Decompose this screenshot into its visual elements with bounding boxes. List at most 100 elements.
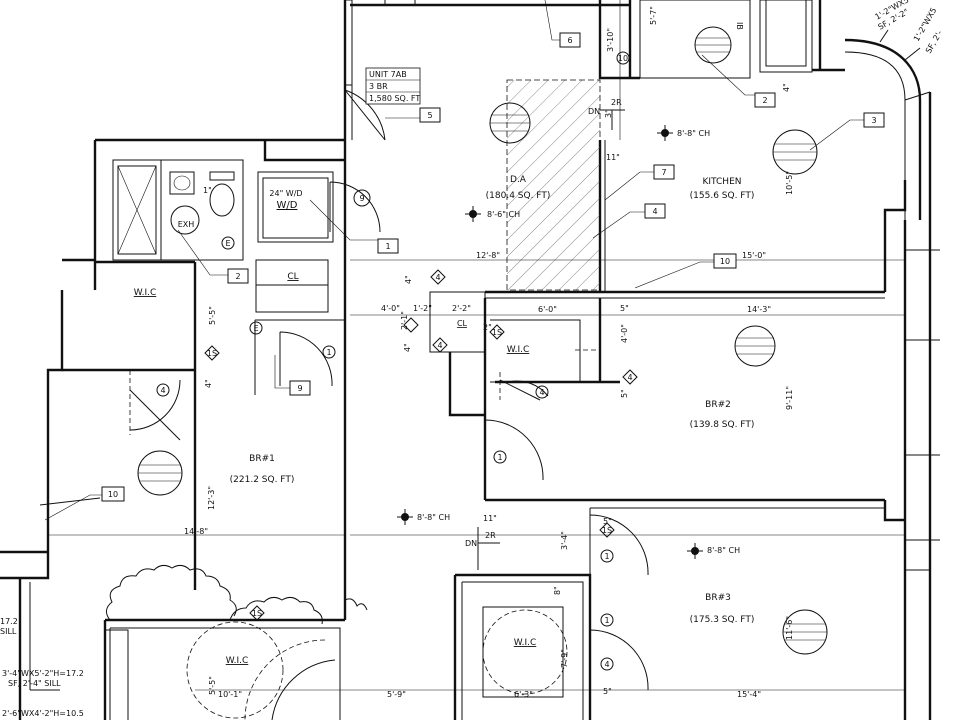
fire-tag: 1S [599,522,615,538]
dim-14-3: 14'-3" [747,305,771,314]
fire-tag: 1S [204,345,220,361]
callout-label: 6 [567,36,572,45]
unit-title: UNIT 7AB [369,70,407,79]
kitchen-name: KITCHEN [703,177,742,187]
door-tag: 4 [600,657,614,671]
fire-tag: 1S [249,605,265,621]
dim-5-d: 5" [603,687,612,696]
door-tag: 1 [600,613,614,627]
callout-box: 4 [644,203,666,219]
light-fixture-da [489,102,531,144]
fire-tag-label: 1S [602,526,612,535]
dim-8-a: 8" [553,586,562,595]
fire-rating-tags: 1S 1S 1S 1S 4 4 4 [204,269,638,621]
door-tag-label: 1 [604,616,609,625]
dim-12-3: 12'-3" [207,486,216,510]
door-tag-label: 1 [497,453,502,462]
callout-label: 5 [427,111,432,120]
fire-tag-label: 1S [207,349,217,358]
diamond-tag: 4 [432,337,448,353]
dim-2-b: 2" [483,323,492,332]
kitchen-area: (155.6 SQ. FT) [690,191,755,201]
diamond-tag: 4 [430,269,446,285]
dim-2-1: 2'-1" [400,311,409,330]
callout-label: 10 [108,490,118,499]
dining-hatch [506,79,601,291]
walls [0,0,940,720]
callout-label: 3 [871,116,876,125]
callout-box: 9 [289,380,311,396]
wic-br1: W.I.C [134,288,157,298]
unit-area: 1,580 SQ. FT [369,94,420,103]
callout-label: 9 [359,194,364,203]
dim-3-4: 3'-4" [560,531,569,550]
door-tag-label: 4 [160,386,165,395]
br3-area: (175.3 SQ. FT) [690,615,755,625]
door-tag-label: 4 [539,388,544,397]
dim-5-5: 5'-5" [208,306,217,325]
dim-10-1: 10'-1" [218,690,242,699]
fire-tag: 1S [489,324,505,340]
dim-6-0: 6'-0" [538,305,557,314]
diamond-tag-label: 4 [435,273,440,282]
window-note-1b: SF, 2'-4" SILL [8,679,61,688]
dim-15-4: 15'-4" [737,690,761,699]
stair-steps: DN 2R DN 2R [465,98,625,570]
callout-label: 10 [720,257,730,266]
door-tag: 1 [600,549,614,563]
dim-4-b: 4" [403,343,412,352]
br3-ceiling: 8'-8" CH [707,546,740,555]
dim-6-3: 6'-3" [514,690,533,699]
callout-label: 2 [235,272,240,281]
ceiling-mark-hall [397,509,413,525]
ceiling-marks [397,125,703,559]
ib-mark: IB [735,22,744,30]
dim-5-5-b: 5'-5" [208,676,217,695]
left-sill-value: 17.2 [0,617,18,626]
callout-box: 3 [863,112,885,128]
e-mark-2: E [249,321,263,335]
dim-1-2: 1'-2" [413,304,432,313]
dim-5-b: 5" [620,389,629,398]
dim-4-a: 4" [404,275,413,284]
dim-5-c: 5" [603,517,612,526]
door-tag-label: 10 [618,54,628,63]
br2-name: BR#2 [705,400,731,410]
wd-note: 24" W/D [269,189,302,198]
door-tag-label: 1 [326,348,331,357]
light-fixture-br1 [137,450,183,496]
stair-b-r: 2R [485,531,496,540]
callout-label: 9 [297,384,302,393]
door-tag: 1 [493,450,507,464]
diamond-tag-label: 4 [437,341,442,350]
dim-14-8: 14'-8" [184,527,208,536]
dim-1-a: 1" [203,186,212,195]
dim-10-5: 10'-5" [785,171,794,195]
window-note-1a: 3'-4"WX5'-2"H=17.2 [2,669,84,678]
dim-11-b: 11" [483,514,497,523]
callout-box: 7 [653,164,675,180]
wic-hall: W.I.C [507,345,530,355]
dim-4-0-a: 4'-0" [381,304,400,313]
dim-2-2: 2'-2" [452,304,471,313]
closet-b: CL [457,319,468,328]
light-fixture-kitchen [772,129,818,175]
light-fixture-bath [694,26,732,64]
door-swings [39,89,649,720]
dim-4-0-b: 4'-0" [620,324,629,343]
ceiling-mark-br3 [687,543,703,559]
kitchen-ceiling: 8'-8" CH [677,129,710,138]
ceiling-mark-kitchen [657,125,673,141]
door-tag: 10 [616,51,630,65]
door-tag: 1 [322,345,336,359]
door-tag-label: 1 [604,552,609,561]
unit-info-box: UNIT 7AB 3 BR 1,580 SQ. FT [365,67,421,105]
callout-box: 2 [227,268,249,284]
br1-area: (221.2 SQ. FT) [230,475,295,485]
reference-lines [48,0,905,691]
dim-12-8: 12'-8" [476,251,500,260]
stair-a-r: 2R [611,98,622,107]
dim-9-11: 9'-11" [785,386,794,410]
